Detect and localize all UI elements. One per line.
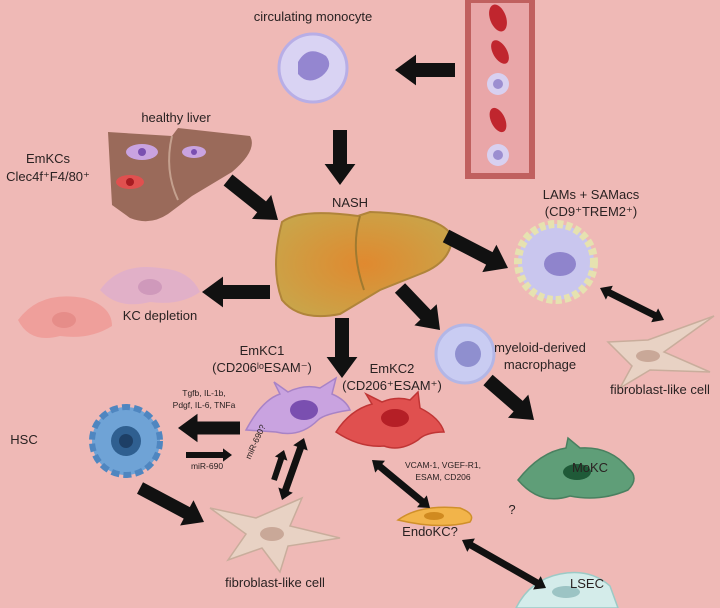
- label-mokc: MoKC: [572, 460, 608, 475]
- arrow-emkc1-to-hsc: [178, 413, 240, 443]
- label-emkc1: EmKC1: [240, 343, 285, 358]
- emkc2-cell: [334, 390, 445, 449]
- label-emkc2-markers: (CD206⁺ESAM⁺): [342, 378, 442, 393]
- label-lsec: LSEC: [570, 576, 604, 591]
- label-question: ?: [508, 502, 515, 517]
- arrow-mir690-hsc-to-emkc1: [186, 448, 232, 462]
- emkc1-cell: [244, 376, 352, 435]
- label-cytokines-1: Tgfb, IL-1b,: [182, 388, 225, 398]
- arrow-lams-fibroblast: [600, 285, 664, 323]
- label-healthy-liver: healthy liver: [141, 110, 211, 125]
- arrow-mir690-fibroblast: [271, 450, 288, 481]
- arrow-endokc-lsec: [462, 538, 546, 590]
- label-emkcs-markers: Clec4f⁺F4/80⁺: [6, 169, 90, 184]
- lam-cell: [514, 220, 598, 304]
- arrow-nash-to-myeloid: [394, 283, 440, 330]
- blood-vessel: [465, 0, 535, 179]
- label-emkcs: EmKCs: [26, 151, 71, 166]
- arrows: [137, 54, 664, 590]
- arrow-myeloid-to-mokc: [483, 374, 534, 420]
- arrow-nash-to-emkc1: [326, 318, 358, 378]
- fibroblast-cell-bottom: [209, 496, 341, 574]
- arrow-healthy-to-nash: [223, 174, 278, 220]
- depleted-kc-cells: [18, 266, 200, 338]
- arrow-hsc-to-fibroblast: [137, 482, 204, 526]
- label-nash: NASH: [332, 195, 368, 210]
- circulating-monocyte-cell: [277, 32, 349, 104]
- label-endokc: EndoKC?: [402, 524, 458, 539]
- fibroblast-cell-right: [606, 315, 715, 391]
- healthy-liver: [108, 128, 252, 222]
- label-lams: LAMs + SAMacs: [543, 187, 640, 202]
- label-hsc: HSC: [10, 432, 37, 447]
- hsc-cell: [89, 404, 163, 478]
- arrow-nash-to-kc-depletion: [202, 276, 270, 308]
- arrow-monocyte-to-nash: [324, 130, 356, 185]
- arrow-nash-to-lams: [442, 229, 508, 273]
- label-mir690: miR-690: [191, 461, 223, 471]
- label-circulating-monocyte: circulating monocyte: [254, 9, 373, 24]
- mokc-cell: [517, 436, 635, 500]
- label-fibroblast-bottom: fibroblast-like cell: [225, 575, 325, 590]
- label-emkc1-markers: (CD206ˡᵒESAM⁻): [212, 360, 312, 375]
- label-emkc2: EmKC2: [370, 361, 415, 376]
- label-myeloid-1: myeloid-derived: [494, 340, 586, 355]
- label-myeloid-2: macrophage: [504, 357, 576, 372]
- label-endo-markers-2: ESAM, CD206: [415, 472, 471, 482]
- arrow-vessel-to-monocyte: [395, 54, 455, 86]
- arrow-emkc2-endokc: [372, 460, 430, 508]
- label-fibroblast-right: fibroblast-like cell: [610, 382, 710, 397]
- arrow-emkc1-fibroblast: [278, 438, 308, 500]
- label-lams-markers: (CD9⁺TREM2⁺): [545, 204, 637, 219]
- endokc-cell: [396, 506, 473, 527]
- nash-liver: [275, 210, 454, 318]
- label-endo-markers-1: VCAM-1, VGEF-R1,: [405, 460, 481, 470]
- label-kc-depletion: KC depletion: [123, 308, 197, 323]
- myeloid-macrophage-cell: [434, 323, 496, 385]
- label-cytokines-2: Pdgf, IL-6, TNFa: [173, 400, 236, 410]
